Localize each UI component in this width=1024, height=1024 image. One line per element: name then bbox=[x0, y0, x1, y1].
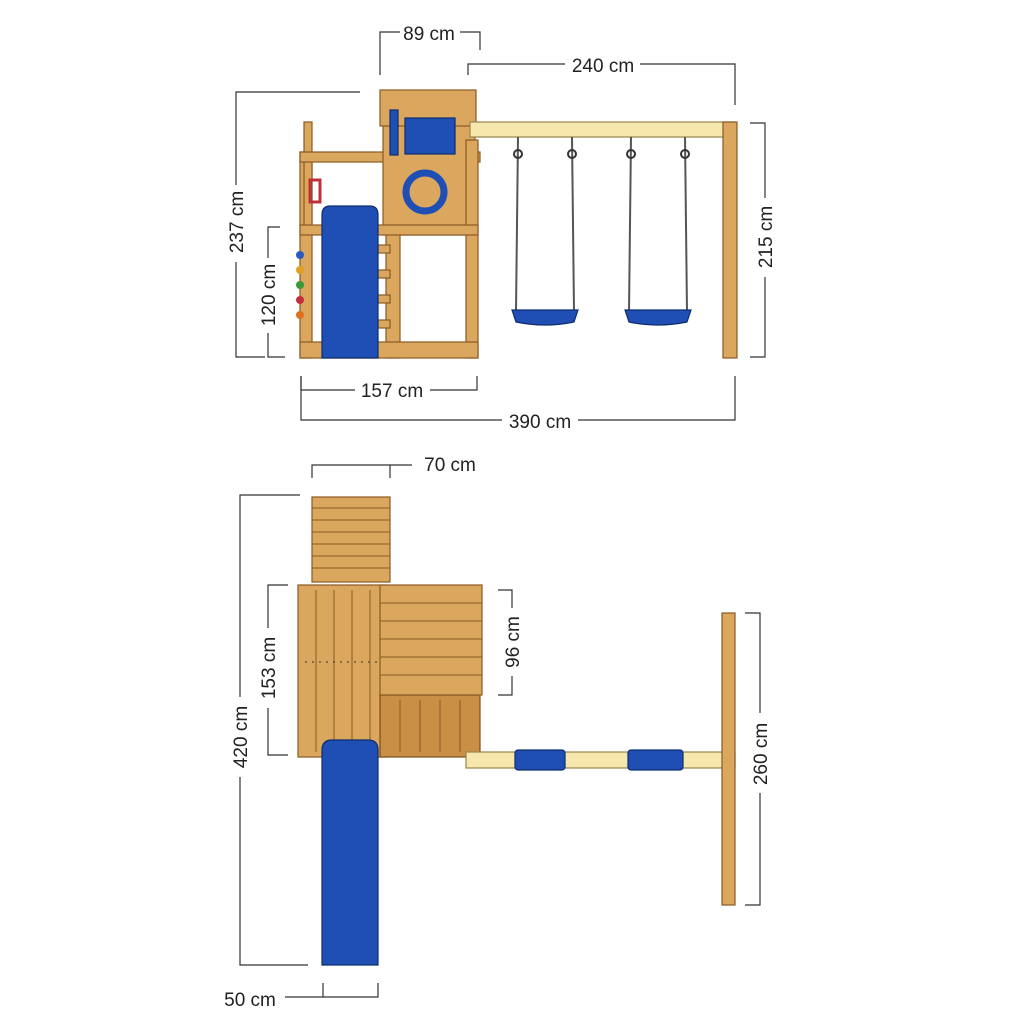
telescope bbox=[389, 109, 399, 156]
swing-right bbox=[624, 136, 692, 326]
steering-wheel bbox=[402, 169, 448, 215]
svg-text:390 cm: 390 cm bbox=[509, 412, 571, 433]
svg-text:96 cm: 96 cm bbox=[503, 616, 524, 668]
climbing-holds bbox=[296, 251, 304, 319]
swing-post bbox=[722, 121, 738, 359]
dim-ladder-width: 70 cm bbox=[311, 455, 476, 478]
dim-slide-width: 50 cm bbox=[224, 983, 379, 1011]
swing-beam bbox=[469, 121, 736, 138]
swing-seat-right-plan bbox=[627, 749, 684, 771]
svg-text:157 cm: 157 cm bbox=[361, 381, 423, 402]
slide bbox=[321, 205, 379, 359]
handle bbox=[308, 178, 322, 204]
plan-view: 70 cm 153 cm 96 cm 420 cm 260 cm 50 cm bbox=[224, 455, 772, 1011]
dim-swing-beam-length: 240 cm bbox=[467, 56, 736, 105]
dim-total-width: 390 cm bbox=[300, 376, 736, 433]
tower-roof bbox=[297, 584, 387, 758]
swing-post-plan bbox=[721, 612, 736, 906]
svg-text:260 cm: 260 cm bbox=[751, 723, 772, 785]
dim-swing-height: 215 cm bbox=[750, 122, 777, 358]
svg-text:50 cm: 50 cm bbox=[224, 990, 276, 1011]
svg-text:70 cm: 70 cm bbox=[424, 455, 476, 476]
svg-text:240 cm: 240 cm bbox=[572, 56, 634, 77]
svg-text:237 cm: 237 cm bbox=[227, 191, 248, 253]
tower-structure bbox=[296, 89, 481, 359]
dim-total-height: 237 cm bbox=[227, 91, 360, 358]
side-deck bbox=[379, 584, 483, 758]
dim-tower-depth: 153 cm bbox=[259, 584, 288, 756]
swing-left bbox=[511, 136, 579, 326]
ladder bbox=[311, 496, 391, 583]
swing-seat-left-plan bbox=[514, 749, 566, 771]
svg-text:89 cm: 89 cm bbox=[403, 24, 455, 45]
dim-deck-depth: 96 cm bbox=[498, 589, 524, 696]
swing-beam-plan bbox=[465, 751, 736, 769]
slide-plan bbox=[321, 739, 379, 966]
dim-tower-width: 157 cm bbox=[300, 376, 478, 402]
svg-text:215 cm: 215 cm bbox=[756, 206, 777, 268]
svg-text:120 cm: 120 cm bbox=[259, 264, 280, 326]
front-elevation: 89 cm 240 cm 237 cm 120 cm 215 cm 157 cm… bbox=[227, 24, 777, 433]
svg-text:153 cm: 153 cm bbox=[259, 637, 280, 699]
dim-platform-height: 120 cm bbox=[259, 226, 285, 358]
dim-roof-width: 89 cm bbox=[379, 24, 481, 75]
svg-text:420 cm: 420 cm bbox=[231, 706, 252, 768]
dim-swing-frame-length: 260 cm bbox=[745, 612, 772, 906]
dim-total-length: 420 cm bbox=[231, 494, 308, 966]
